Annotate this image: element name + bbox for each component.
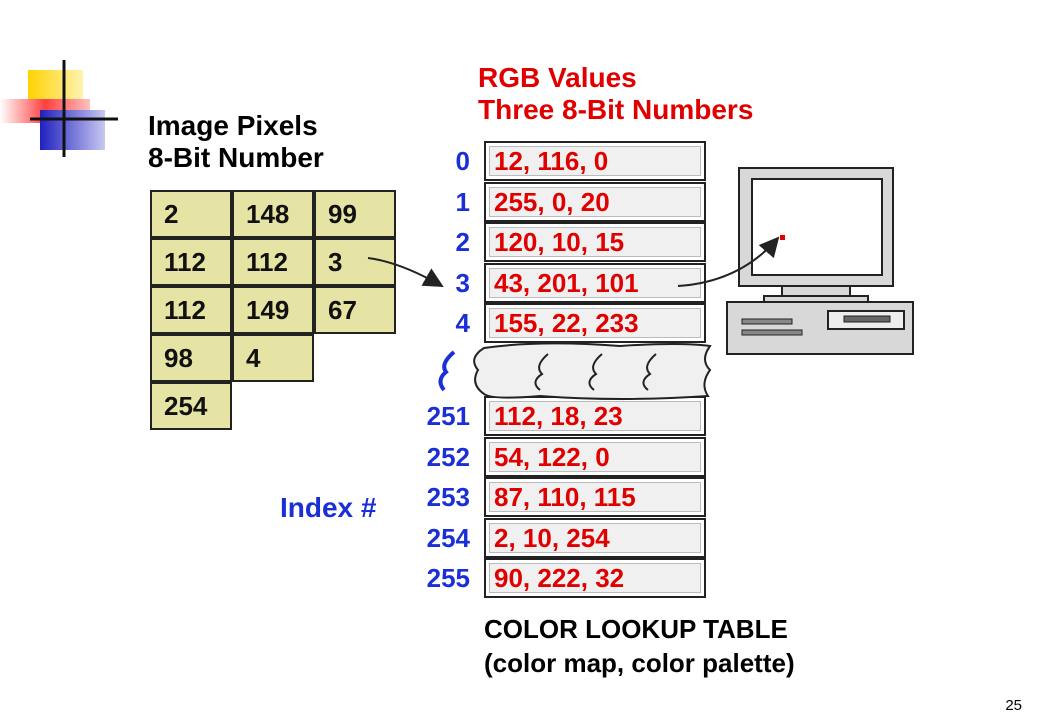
pixel-cell: 98 [150,334,232,382]
pixel-cell: 4 [232,334,314,382]
lut-index: 253 [426,482,470,512]
index-label: Index # [280,492,377,523]
pixel-cell: 99 [314,190,396,238]
corner-logo [0,55,130,165]
lut-index: 255 [426,563,470,593]
lut-row: 43, 201, 101 [484,262,706,303]
lut-rgb-value: 120, 10, 15 [494,227,625,257]
lut-caption-line2: (color map, color palette) [484,648,795,678]
rgb-title: RGB Values Three 8-Bit Numbers [478,62,753,126]
lut-row: 12, 116, 0 [484,141,706,181]
pixel-cell: 3 [314,238,396,286]
pixels-title-line2: 8-Bit Number [148,142,324,173]
lut-row: 90, 222, 32 [484,558,706,598]
lut-index: 1 [455,186,470,217]
pixel-cell: 2 [150,190,232,238]
pixels-title-line1: Image Pixels [148,110,318,141]
lut-rgb-value: 112, 18, 23 [494,401,623,431]
pixel-cell: 149 [232,286,314,334]
lut-index: 251 [426,401,470,431]
lut-caption-line1: COLOR LOOKUP TABLE [484,614,788,644]
pixel-cell: 112 [232,238,314,286]
lut-row: 87, 110, 115 [484,477,706,517]
lut-index: 0 [455,146,470,176]
lut-rgb-value: 87, 110, 115 [494,482,636,512]
rgb-title-line1: RGB Values [478,62,637,93]
lut-rgb-value: 43, 201, 101 [494,267,639,298]
pixel-cell: 254 [150,382,232,430]
lut-index: 252 [426,441,470,472]
pixel-cell: 148 [232,190,314,238]
lut-index: 3 [455,267,470,298]
lut-rgb-value: 54, 122, 0 [494,441,610,472]
pixel-cell: 67 [314,286,396,334]
lut-rgb-value: 2, 10, 254 [494,522,610,553]
lut-rgb-value: 12, 116, 0 [494,146,609,176]
lut-row: 112, 18, 23 [484,396,706,436]
pixel-cell: 112 [150,286,232,334]
lut-rgb-value: 90, 222, 32 [494,563,625,593]
rgb-title-line2: Three 8-Bit Numbers [478,94,754,125]
page-number: 25 [1005,697,1022,714]
lut-row: 2, 10, 254 [484,517,706,558]
lut-row: 120, 10, 15 [484,222,706,262]
lut-row: 255, 0, 20 [484,181,706,222]
pixels-title: Image Pixels 8-Bit Number [148,110,324,174]
lut-index: 254 [426,522,470,553]
lut-rgb-value: 155, 22, 233 [494,308,639,338]
pixel-cell: 112 [150,238,232,286]
lut-index: 2 [455,227,470,257]
computer-icon [726,167,914,355]
lut-rgb-value: 255, 0, 20 [494,186,610,217]
pixel-to-index-arrow [367,257,444,287]
lut-index: 4 [455,308,470,338]
rgb-to-screen-arrow [677,236,780,287]
lut-row: 54, 122, 0 [484,436,706,477]
lut-caption: COLOR LOOKUP TABLE (color map, color pal… [484,612,795,680]
lut-row: 155, 22, 233 [484,303,706,343]
table-break [438,342,712,400]
